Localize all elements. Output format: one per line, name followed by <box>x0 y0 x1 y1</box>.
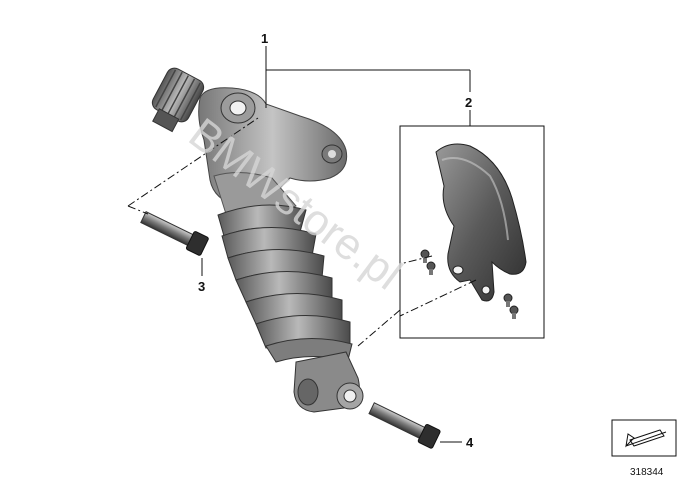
diagram-number: 318344 <box>630 467 664 478</box>
leader-lines <box>201 46 471 443</box>
assembly-lines <box>127 117 477 347</box>
callout-3: 3 <box>198 279 205 294</box>
preload-adjuster-knob <box>151 67 205 133</box>
screw-icon <box>426 261 436 275</box>
shock-absorber <box>151 67 364 413</box>
callout-2: 2 <box>465 95 472 110</box>
arrow-icon <box>625 429 667 448</box>
callout-4: 4 <box>466 435 474 450</box>
upper-bolt <box>140 211 209 256</box>
lower-mount-eye <box>293 351 364 413</box>
part2-frame <box>399 125 545 339</box>
screw-icon <box>503 293 513 307</box>
coil-spring <box>217 204 353 363</box>
diagram-reference: 318344 <box>611 419 677 478</box>
callout-1: 1 <box>261 31 268 46</box>
lower-bolt <box>368 402 441 449</box>
screw-icon <box>509 305 519 319</box>
cover-bracket <box>420 143 527 319</box>
screw-icon <box>420 249 430 263</box>
